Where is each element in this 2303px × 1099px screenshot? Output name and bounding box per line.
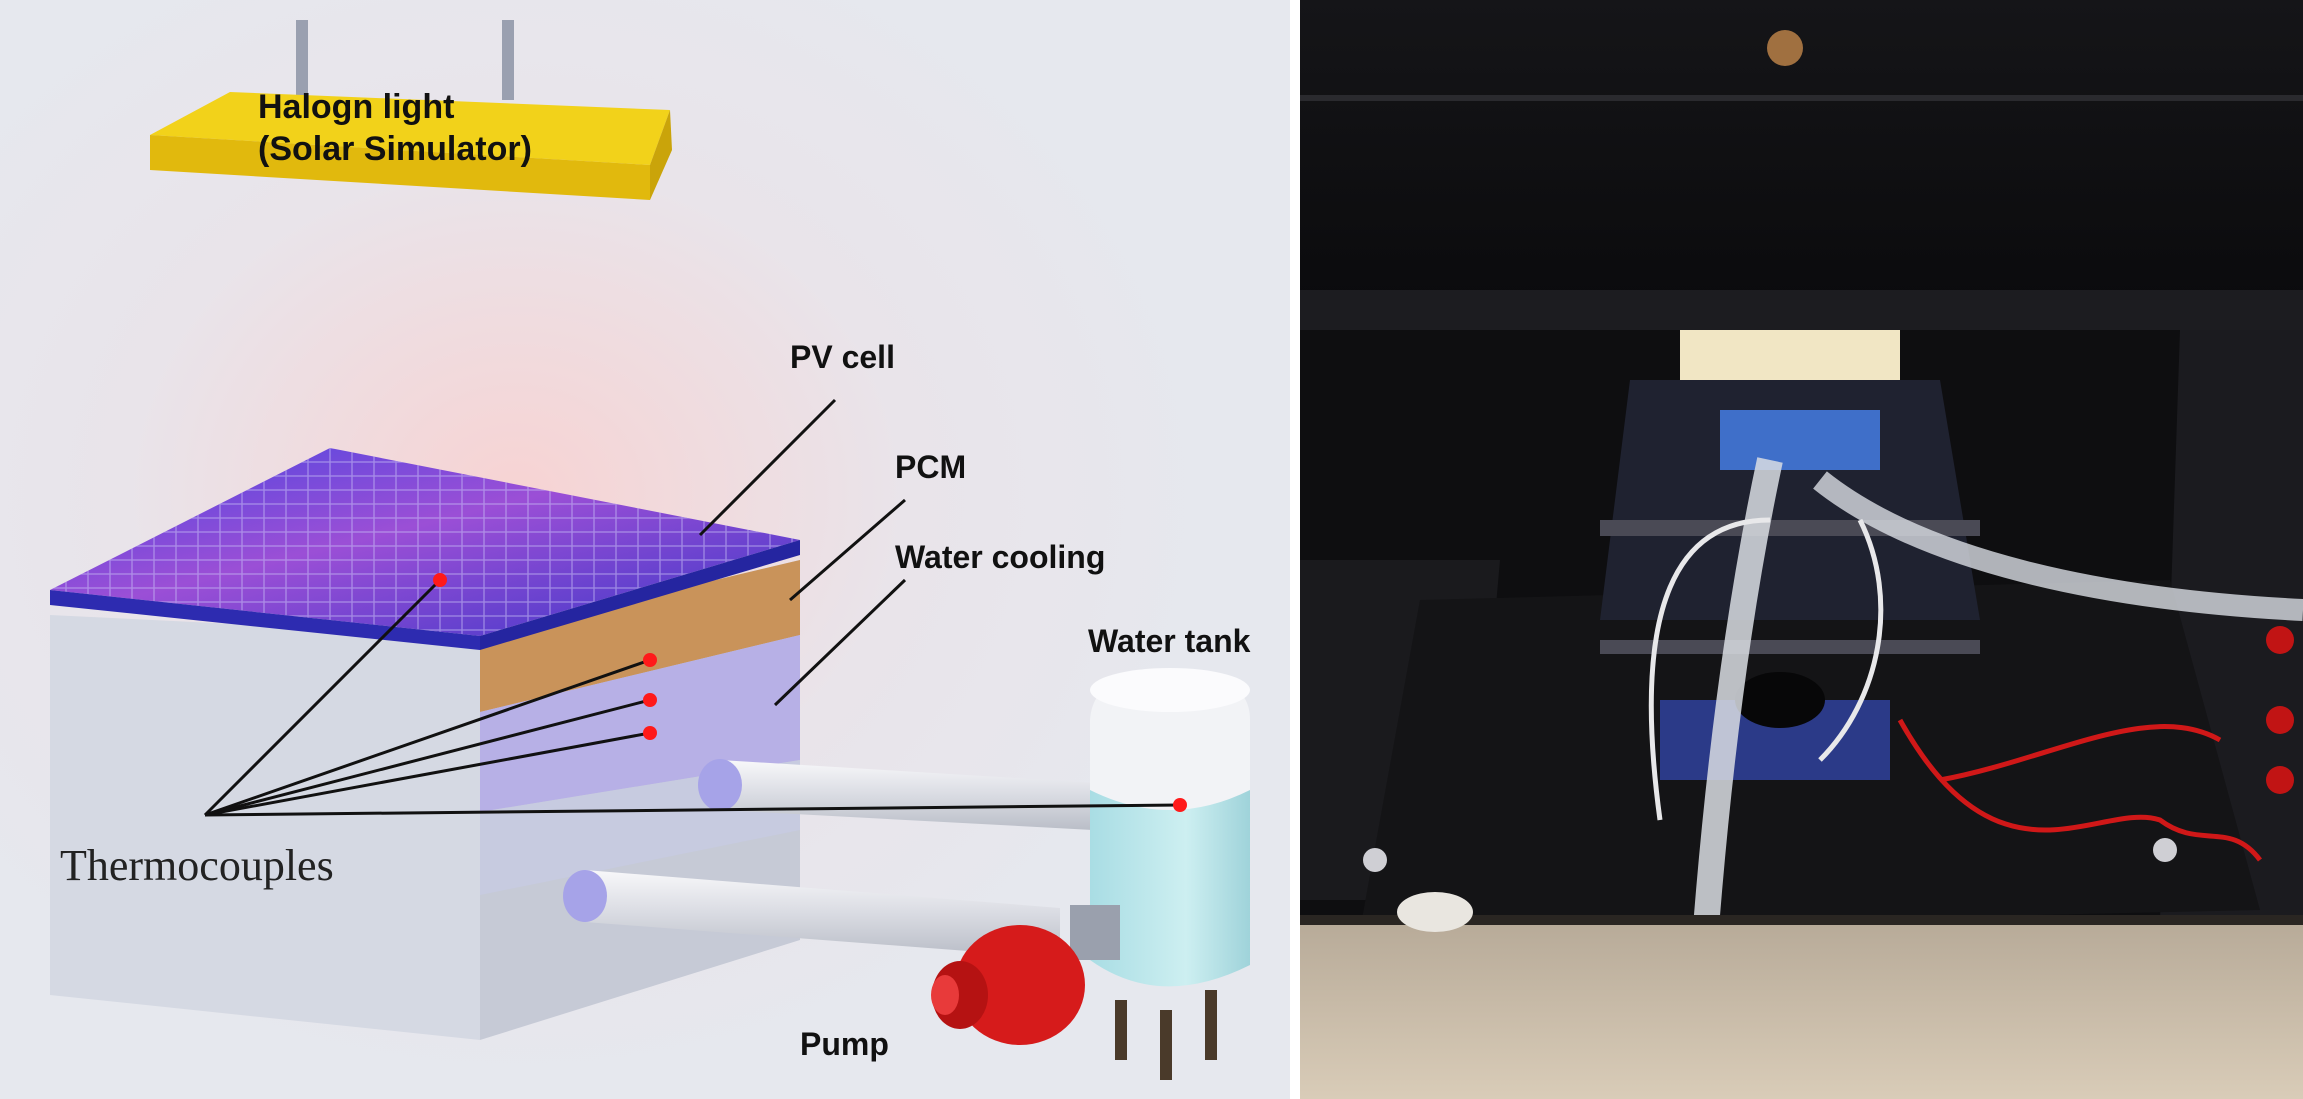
hose-fitting [1397, 892, 1473, 932]
halogen-lamp [150, 20, 672, 200]
photo-panel [1300, 0, 2303, 1099]
schematic-panel: Halogn light (Solar Simulator) [0, 0, 1290, 1099]
binding-posts [2266, 626, 2294, 794]
pv-panel [50, 448, 800, 650]
lamp-label-line2: (Solar Simulator) [258, 130, 532, 168]
sensor-dot-tank [1173, 798, 1187, 812]
schematic-svg: Halogn light (Solar Simulator) [0, 0, 1290, 1099]
knob [1735, 672, 1825, 728]
water-tank [1090, 668, 1250, 1080]
pcm-layer [480, 560, 800, 712]
pv-cell-label: PV cell [790, 339, 895, 375]
thermocouple-dots [433, 573, 1187, 812]
sensor-dot-pcm-top [643, 653, 657, 667]
pump [931, 905, 1125, 1045]
rig-photo [1300, 0, 2303, 1099]
water-cooling-label: Water cooling [895, 539, 1105, 575]
pump-label: Pump [800, 1026, 889, 1062]
pv-module [1720, 410, 1880, 470]
floor [1300, 920, 2303, 1099]
tubes [563, 759, 1130, 958]
leader-lines [203, 398, 1181, 817]
screw-icon [1767, 30, 1803, 66]
thermocouples-label: Thermocouples [60, 841, 334, 890]
water-tank-label: Water tank [1088, 623, 1251, 659]
pcm-label: PCM [895, 449, 966, 485]
hose-right [1813, 471, 2303, 621]
sensor-dot-pcm-mid [643, 693, 657, 707]
lamp-label-line1: Halogn light [258, 88, 454, 126]
sensor-dot-pv [433, 573, 447, 587]
sensor-dot-pcm-bottom [643, 726, 657, 740]
